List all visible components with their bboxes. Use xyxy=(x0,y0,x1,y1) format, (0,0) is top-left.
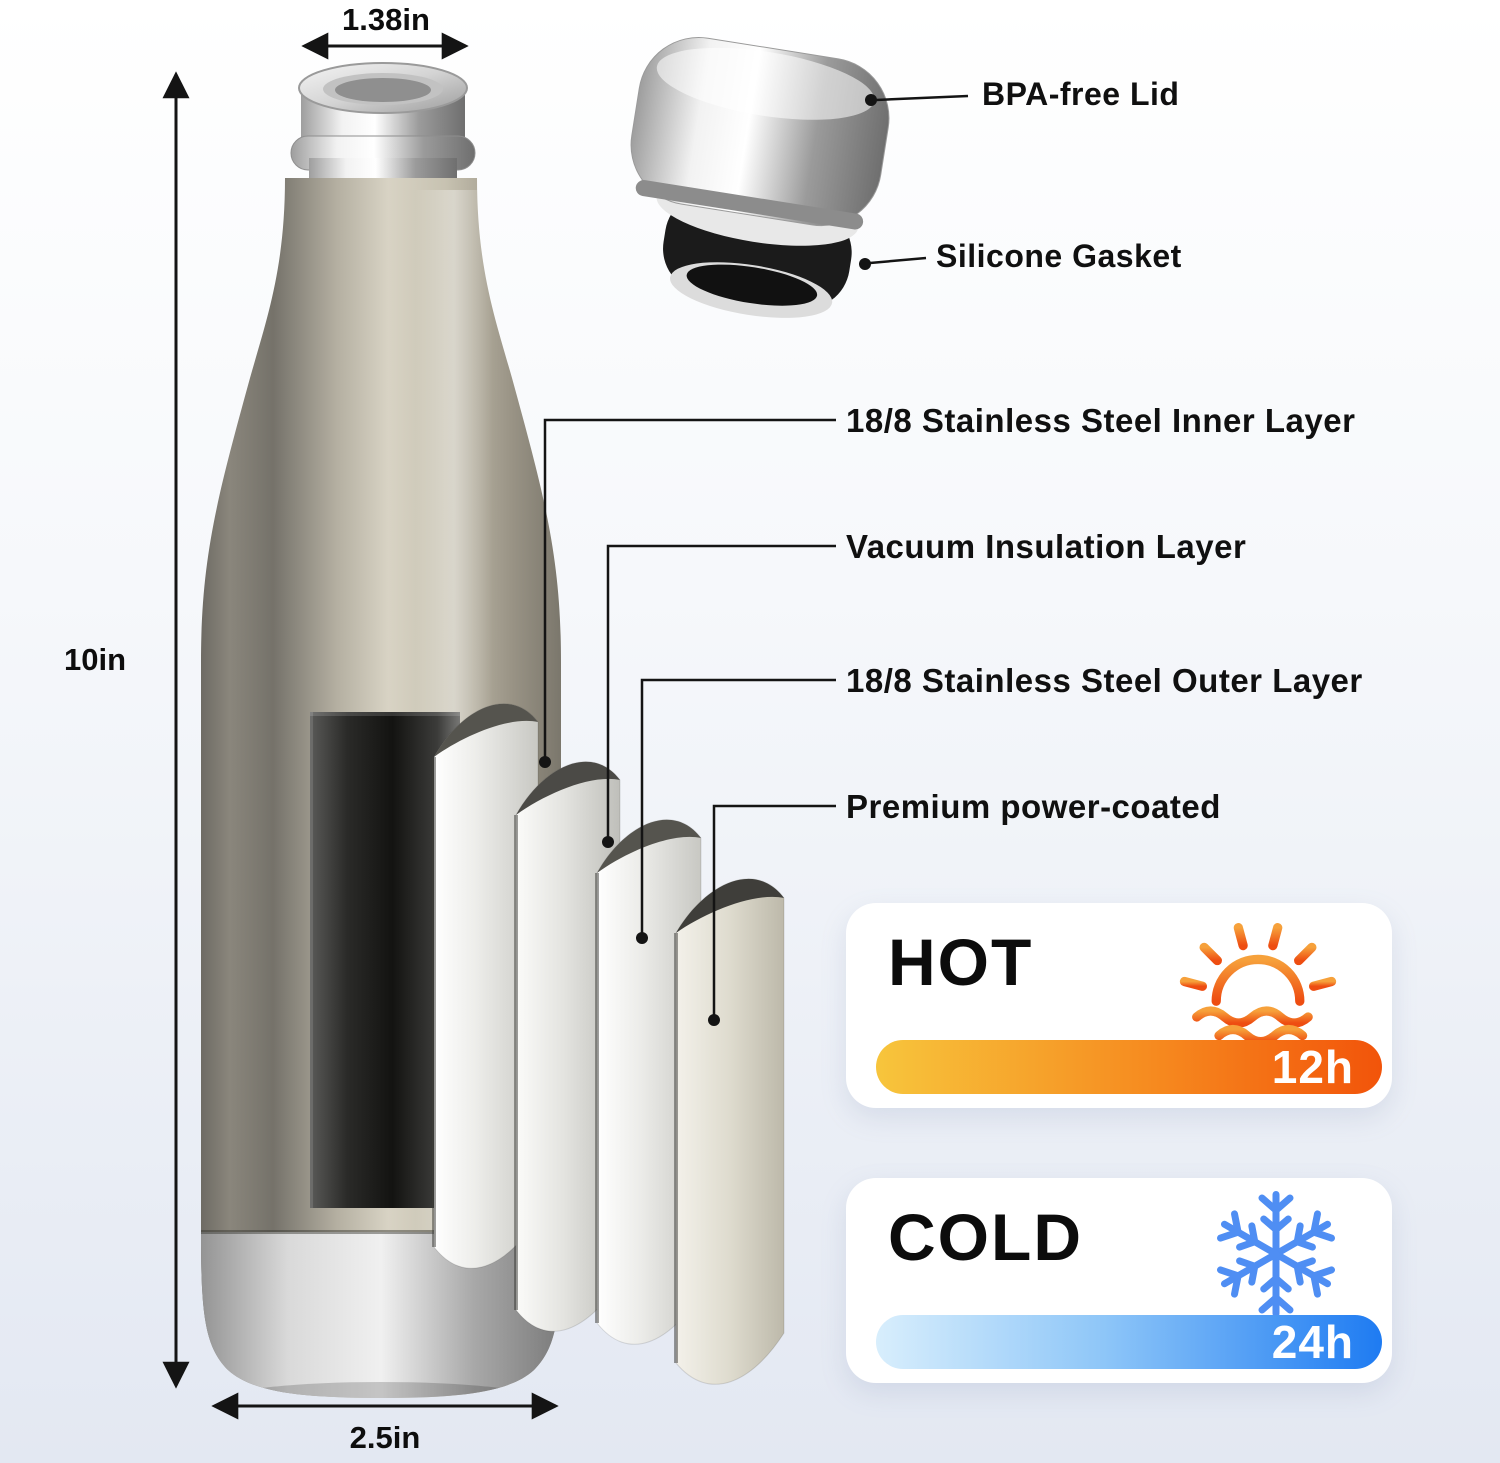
hot-duration-value: 12h xyxy=(1271,1041,1354,1093)
powder-coat-label: Premium power-coated xyxy=(846,788,1221,825)
bottle-mouth xyxy=(290,62,476,184)
lid-label: BPA-free Lid xyxy=(982,76,1180,112)
lid-illustration xyxy=(630,37,890,318)
outer-layer-label: 18/8 Stainless Steel Outer Layer xyxy=(846,662,1363,699)
leader-powder-coat xyxy=(712,804,836,1016)
mouth-width-value: 1.38in xyxy=(342,2,430,37)
layer-slice-vacuum xyxy=(514,761,621,1332)
cold-card: COLD xyxy=(846,1178,1392,1383)
inner-layer-label: 18/8 Stainless Steel Inner Layer xyxy=(846,402,1356,439)
hot-card: HOT xyxy=(846,903,1392,1108)
cold-duration-value: 24h xyxy=(1271,1316,1354,1368)
leader-outer-layer xyxy=(640,678,836,934)
layer-slice-inner-steel xyxy=(432,703,539,1269)
layer-slice-powder-coat xyxy=(674,878,785,1385)
base-width-value: 2.5in xyxy=(349,1420,421,1455)
gasket-label: Silicone Gasket xyxy=(936,238,1182,274)
snowflake-icon xyxy=(1206,1184,1346,1329)
vacuum-layer-label: Vacuum Insulation Layer xyxy=(846,528,1247,565)
sun-icon xyxy=(1160,913,1356,1048)
layer-slices xyxy=(432,703,785,1385)
leader-vacuum-layer xyxy=(606,544,836,838)
bottle-base xyxy=(201,1230,561,1398)
leader-lid xyxy=(875,94,969,102)
dimension-arrows xyxy=(162,32,559,1420)
cold-title: COLD xyxy=(888,1200,1083,1274)
height-value: 10in xyxy=(64,642,127,677)
cold-duration-bar: 24h xyxy=(876,1315,1382,1369)
leader-gasket xyxy=(869,256,927,265)
hot-duration-bar: 12h xyxy=(876,1040,1382,1094)
hot-title: HOT xyxy=(888,925,1034,999)
leader-lines xyxy=(539,94,969,1026)
leader-inner-layer xyxy=(543,418,836,758)
